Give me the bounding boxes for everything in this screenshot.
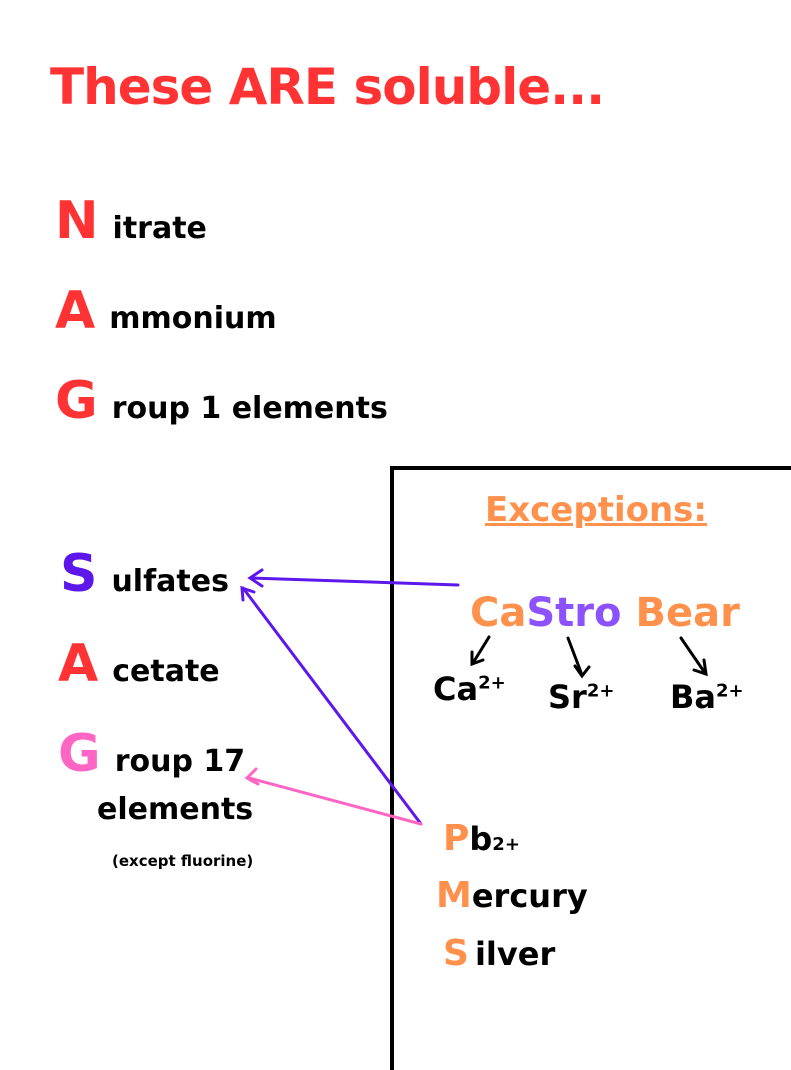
mnemonic-word: ercury: [471, 877, 588, 915]
ion-symbol: Sr: [548, 678, 587, 716]
mnemonic-word: ulfates: [111, 564, 229, 599]
arrow-lead-to-group17: [244, 767, 423, 826]
sag-note: (except fluorine): [112, 852, 254, 870]
ion-strontium: Sr2+: [548, 678, 614, 716]
mnemonic-letter: A: [55, 281, 96, 341]
mnemonic-word: roup 17: [114, 744, 246, 779]
arrow-castro-to-sulfates: [247, 568, 460, 588]
ion-charge: 2+: [478, 672, 506, 694]
page-title: These ARE soluble...: [50, 58, 605, 116]
sag-item-acetate: A cetate: [58, 638, 220, 690]
mnemonic-word: roup 1 elements: [111, 391, 388, 426]
castro-bear: Bear: [635, 590, 740, 636]
mnemonic-letter: N: [55, 191, 99, 251]
ion-barium: Ba2+: [670, 678, 744, 716]
ion-charge: 2+: [715, 680, 744, 702]
ion-charge: 2+: [586, 680, 615, 702]
sag-item-sulfates: S ulfates: [60, 548, 229, 600]
arrow-lead-to-sulfates: [240, 585, 423, 826]
sag-item-group17: G roup 17: [58, 728, 245, 780]
castro-stro: Stro: [526, 590, 622, 636]
mnemonic-letter: G: [55, 371, 98, 431]
exceptions-heading: Exceptions:: [485, 490, 708, 530]
mnemonic-letter: P: [443, 818, 470, 859]
ion-symbol: Ca: [433, 670, 479, 708]
ion-symbol: Ba: [670, 678, 716, 716]
ion-charge: 2+: [492, 834, 520, 855]
mnemonic-letter: A: [58, 634, 99, 694]
exceptions-box: [390, 466, 791, 1070]
mnemonic-letter: G: [58, 724, 101, 784]
castro-ca: Ca: [470, 590, 527, 636]
castro-bear-mnemonic: CaStro Bear: [470, 590, 740, 636]
nag-item-nitrate: N itrate: [55, 195, 207, 247]
arrow-sr: [566, 636, 591, 679]
mnemonic-word: cetate: [112, 654, 220, 689]
mnemonic-word: itrate: [112, 211, 207, 246]
arrows-layer: [240, 568, 708, 826]
arrow-ba: [679, 636, 708, 677]
sag-group17-line2: elements: [97, 792, 254, 827]
mnemonic-letter: S: [443, 933, 469, 974]
mnemonic-word: b: [469, 820, 493, 858]
mnemonic-letter: M: [436, 875, 472, 916]
arrow-ca: [470, 635, 491, 667]
nag-item-group1: G roup 1 elements: [55, 375, 388, 427]
mnemonic-word: mmonium: [109, 301, 277, 336]
mnemonic-word: ilver: [474, 935, 556, 973]
mnemonic-letter: S: [60, 544, 98, 604]
ion-calcium: Ca2+: [433, 670, 506, 708]
nag-item-ammonium: A mmonium: [55, 285, 277, 337]
